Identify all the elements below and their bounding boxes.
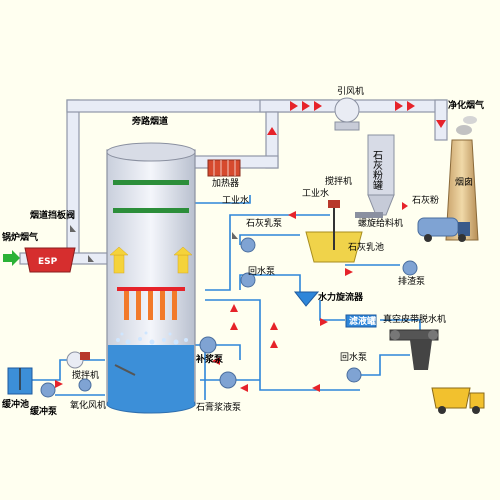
heater: [208, 160, 240, 176]
buffer-tank-label: 缓冲池: [2, 398, 29, 410]
duct-to-fan: [260, 100, 340, 112]
discharge-pump-label: 排渣泵: [398, 275, 425, 287]
return-pump-label-1: 回水泵: [248, 265, 275, 277]
lime-silo-label: 石灰粉罐: [371, 150, 383, 191]
buffer-pump-label: 缓冲泵: [30, 405, 58, 417]
lime-slurry-pump: [241, 238, 255, 252]
lime-slurry-tank-label: 石灰乳池: [348, 241, 384, 253]
absorber-tower: [107, 143, 195, 413]
esp-unit: ESP: [25, 248, 75, 272]
flue-damper-label: 烟道挡板阀: [30, 209, 75, 221]
discharge-pump: [403, 261, 417, 275]
spray-header: [117, 287, 185, 291]
return-pump-label-2: 回水泵: [340, 351, 367, 363]
induced-fan: [335, 98, 359, 130]
gypsum-slurry-pump: [220, 372, 236, 388]
induced-fan-label: 引风机: [337, 85, 364, 97]
lime-powder-label: 石灰粉: [412, 194, 439, 206]
lime-silo: 石灰粉罐: [368, 135, 394, 215]
screw-feeder-label: 螺旋给料机: [358, 217, 403, 229]
screw-feeder: [355, 212, 383, 218]
esp-label: ESP: [38, 257, 58, 267]
heater-label: 加热器: [212, 177, 239, 189]
return-pump-2: [347, 368, 361, 382]
chimney-label: 烟囱: [455, 176, 473, 188]
industrial-water-label-1: 工业水: [222, 194, 249, 206]
oxidation-fan-label: 氧化风机: [70, 399, 106, 411]
gypsum-slurry-pump-label: 石膏浆液泵: [196, 401, 241, 413]
circulation-pump-label: 补浆泵: [195, 353, 224, 365]
buffer-tank: [8, 368, 32, 394]
bypass-flue-label: 旁路烟道: [131, 115, 168, 127]
thickener-label: 滤液罐: [349, 315, 376, 327]
lime-slurry-pump-label: 石灰乳泵: [246, 217, 282, 229]
boiler-flue-gas-label: 锅炉烟气: [1, 231, 38, 243]
vacuum-belt-filter-label: 真空皮带脱水机: [383, 313, 446, 325]
circulation-pump: [200, 337, 216, 353]
tower-top-cap: [107, 143, 195, 161]
clean-flue-gas-label: 净化烟气: [448, 99, 484, 111]
hydrocyclone-label: 水力旋流器: [318, 291, 364, 303]
tower-water-pool: [108, 345, 194, 405]
industrial-water-label-2: 工业水: [302, 187, 329, 199]
buffer-pump: [41, 383, 55, 397]
agitator-motor: [80, 352, 90, 360]
agitator-label-1: 搅拌机: [325, 175, 352, 187]
agitator-label-2: 搅拌机: [72, 369, 99, 381]
